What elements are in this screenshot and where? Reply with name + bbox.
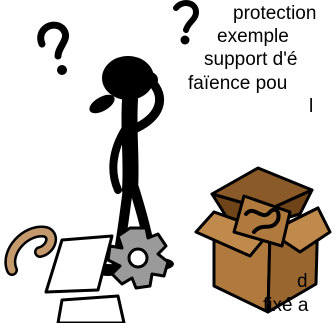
text-line: protection xyxy=(233,3,317,24)
cardboard-box-icon xyxy=(194,166,332,314)
text-line: support d'é xyxy=(204,49,298,70)
paper-sheet-icon xyxy=(44,234,126,323)
text-line: exemple xyxy=(217,26,289,47)
question-mark-icon xyxy=(173,0,200,45)
text-line: d xyxy=(297,271,308,292)
text-line: fixé a xyxy=(263,295,309,316)
text-line: l xyxy=(309,96,314,117)
text-line: faïence pou xyxy=(188,73,288,94)
gear-icon xyxy=(106,226,170,290)
question-mark-icon xyxy=(37,21,70,75)
hook-tube-icon xyxy=(4,225,58,276)
